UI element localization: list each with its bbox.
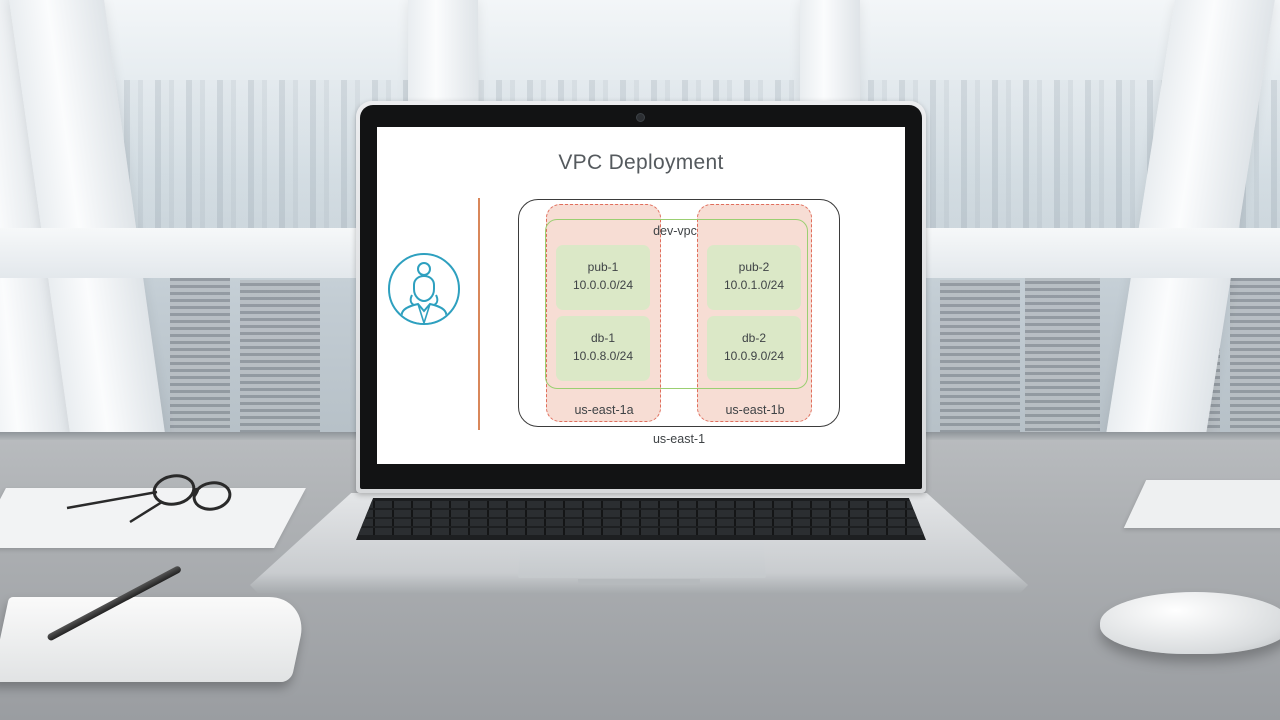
subnet-name: db-1 [590,331,616,345]
window-frame [800,0,860,110]
subnet-db-2: db-2 10.0.9.0/24 [707,316,801,381]
az-label-a: us-east-1a [574,403,634,417]
availability-zone-a [546,204,661,422]
webcam-icon [636,113,645,122]
region-label: us-east-1 [652,432,706,446]
eyeglasses-icon [66,474,232,524]
slide-divider [478,198,480,430]
building [240,280,320,440]
keyboard-row [356,501,926,508]
user-avatar-icon [388,253,460,325]
computer-mouse [1100,592,1280,654]
vpc-box [545,219,808,389]
subnet-cidr: 10.0.9.0/24 [723,349,785,363]
subnet-name: pub-2 [738,260,770,274]
subnet-pub-1: pub-1 10.0.0.0/24 [556,245,650,310]
keyboard-row [356,519,926,526]
building [940,280,1020,440]
building [170,275,230,435]
building [1025,278,1100,438]
subnet-db-1: db-1 10.0.8.0/24 [556,316,650,381]
person-icon [399,262,449,323]
laptop-keyboard [356,498,926,540]
window-frame [408,0,478,110]
subnet-cidr: 10.0.8.0/24 [572,349,634,363]
building [1230,275,1280,435]
subnet-pub-2: pub-2 10.0.1.0/24 [707,245,801,310]
keyboard-row [356,528,926,535]
subnet-name: db-2 [741,331,767,345]
keyboard-row [356,510,926,517]
vpc-label: dev-vpc [653,224,697,238]
trackpad[interactable] [518,542,766,578]
subnet-cidr: 10.0.1.0/24 [723,278,785,292]
lid-notch [578,579,700,585]
region-box [518,199,840,427]
laptop-screen: VPC Deployment dev-vpc pub-1 10.0.0.0/24… [377,127,905,464]
slide-title: VPC Deployment [558,151,724,174]
az-label-b: us-east-1b [725,403,785,417]
subnet-cidr: 10.0.0.0/24 [572,278,634,292]
subnet-name: pub-1 [587,260,619,274]
paper-sheet [1123,480,1280,528]
notebook [0,597,310,682]
availability-zone-b [697,204,812,422]
